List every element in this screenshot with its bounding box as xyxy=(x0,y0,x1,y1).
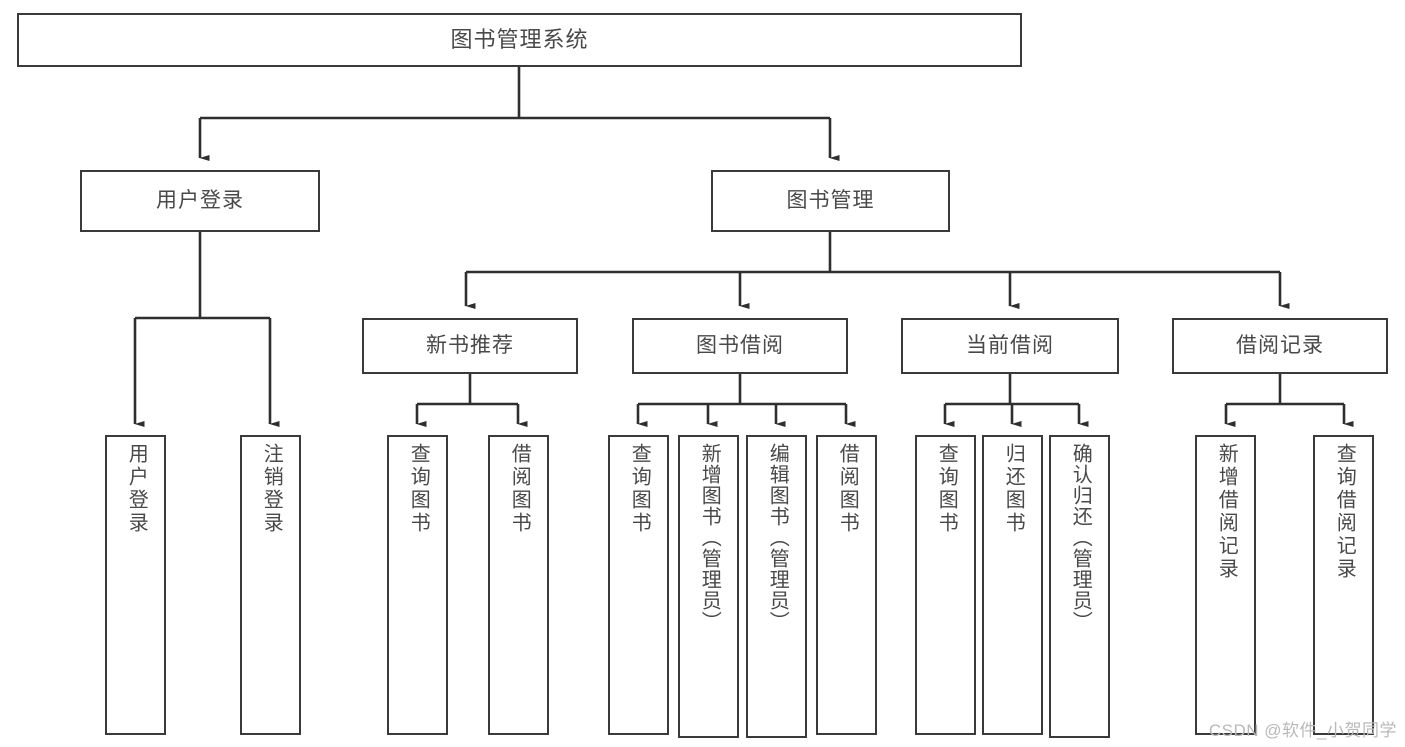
node-label: 查询借阅记录 xyxy=(1333,443,1356,581)
node-label: 图书管理系统 xyxy=(450,26,589,52)
node-label: 图书借阅 xyxy=(696,334,784,358)
node-label: 确认归还（管理员） xyxy=(1069,443,1092,632)
leaf-user-login[interactable]: 用户登录 xyxy=(105,435,166,735)
node-new-book-recommend[interactable]: 新书推荐 xyxy=(362,318,578,374)
node-label: 借阅图书 xyxy=(836,443,859,535)
node-label: 图书管理 xyxy=(786,189,875,213)
leaf-newbook-query-book[interactable]: 查询图书 xyxy=(387,435,448,735)
node-label: 新增借阅记录 xyxy=(1215,443,1238,581)
node-label: 新书推荐 xyxy=(426,334,514,358)
node-borrow-records[interactable]: 借阅记录 xyxy=(1172,318,1388,374)
node-user-login[interactable]: 用户登录 xyxy=(80,170,320,232)
node-root-library-system[interactable]: 图书管理系统 xyxy=(17,13,1022,67)
node-label: 用户登录 xyxy=(125,443,148,535)
node-label: 注销登录 xyxy=(260,443,283,535)
node-book-management[interactable]: 图书管理 xyxy=(711,170,950,232)
leaf-records-query-record[interactable]: 查询借阅记录 xyxy=(1313,435,1374,735)
leaf-borrow-query-book[interactable]: 查询图书 xyxy=(608,435,669,735)
node-label: 当前借阅 xyxy=(966,334,1054,358)
node-book-borrow[interactable]: 图书借阅 xyxy=(632,318,848,374)
leaf-newbook-borrow-book[interactable]: 借阅图书 xyxy=(488,435,549,735)
leaf-current-query-book[interactable]: 查询图书 xyxy=(915,435,976,735)
leaf-current-return-book[interactable]: 归还图书 xyxy=(982,435,1043,735)
leaf-records-add-record[interactable]: 新增借阅记录 xyxy=(1195,435,1256,735)
node-label: 用户登录 xyxy=(156,189,244,213)
leaf-borrow-add-book-admin[interactable]: 新增图书（管理员） xyxy=(678,435,739,738)
node-label: 查询图书 xyxy=(407,443,430,535)
node-label: 编辑图书（管理员） xyxy=(766,443,789,632)
node-label: 新增图书（管理员） xyxy=(698,443,721,632)
node-label: 查询图书 xyxy=(628,443,651,535)
node-current-borrow[interactable]: 当前借阅 xyxy=(901,318,1119,374)
node-label: 借阅图书 xyxy=(508,443,531,535)
node-label: 查询图书 xyxy=(935,443,958,535)
leaf-borrow-edit-book-admin[interactable]: 编辑图书（管理员） xyxy=(746,435,807,738)
leaf-logout[interactable]: 注销登录 xyxy=(240,435,301,735)
node-label: 借阅记录 xyxy=(1236,334,1324,358)
leaf-borrow-borrow-book[interactable]: 借阅图书 xyxy=(816,435,877,735)
leaf-current-confirm-return-admin[interactable]: 确认归还（管理员） xyxy=(1049,435,1110,738)
node-label: 归还图书 xyxy=(1002,443,1025,535)
